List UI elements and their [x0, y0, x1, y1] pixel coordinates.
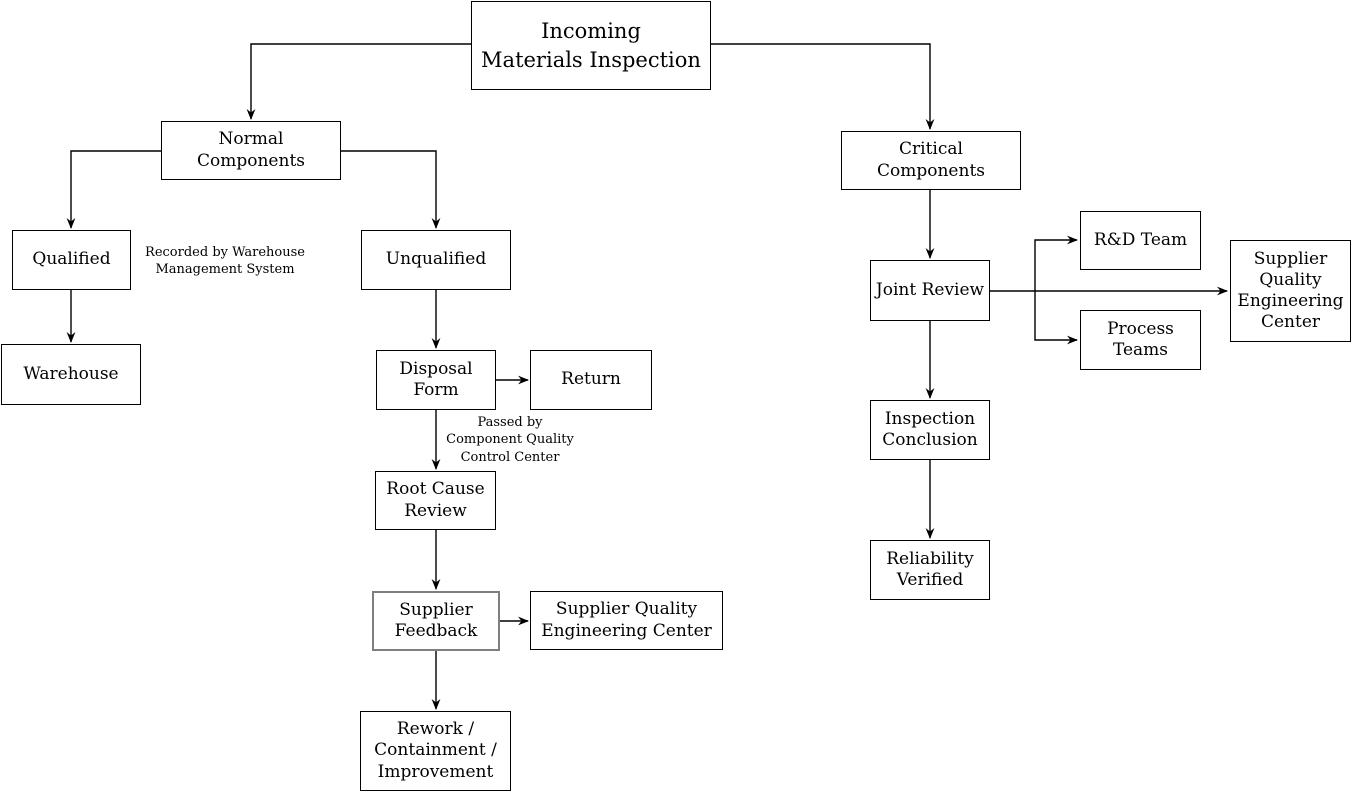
node-label: Root Cause Review: [386, 479, 485, 521]
node-label: Inspection Conclusion: [882, 408, 978, 450]
annotation-recorded-by-warehouse: Recorded by Warehouse Management System: [145, 245, 305, 278]
node-return[interactable]: Return: [530, 350, 652, 410]
node-qualified[interactable]: Qualified: [12, 230, 131, 290]
node-label: Incoming Materials Inspection: [481, 19, 701, 72]
edge-joint-review-to-process-teams: [1034, 291, 1078, 345]
node-label: Qualified: [32, 249, 111, 270]
edge-normal-to-qualified: [66, 150, 161, 229]
node-label: Supplier Feedback: [394, 599, 478, 641]
node-inspection-conclusion[interactable]: Inspection Conclusion: [870, 400, 990, 460]
node-normal-components[interactable]: Normal Components: [161, 121, 341, 180]
node-joint-review[interactable]: Joint Review: [870, 260, 990, 321]
edge-joint-review-to-rd-team: [1034, 235, 1078, 291]
node-warehouse[interactable]: Warehouse: [1, 344, 141, 405]
node-label: Supplier Quality Engineering Center: [541, 599, 712, 641]
node-root-cause-review[interactable]: Root Cause Review: [375, 471, 496, 530]
node-label: Process Teams: [1107, 318, 1174, 360]
node-rd-team[interactable]: R&D Team: [1080, 211, 1201, 270]
node-label: Normal Components: [197, 129, 305, 171]
node-unqualified[interactable]: Unqualified: [361, 230, 511, 290]
node-label: Unqualified: [385, 249, 487, 270]
node-label: Return: [561, 369, 621, 390]
node-critical-components[interactable]: Critical Components: [841, 131, 1021, 190]
node-label: Joint Review: [875, 279, 985, 300]
annotation-passed-by-component: Passed by Component Quality Control Cent…: [446, 415, 574, 465]
node-label: R&D Team: [1093, 229, 1188, 250]
edge-title-to-critical-components: [711, 43, 935, 130]
node-supplier-quality-engineering-center-left[interactable]: Supplier Quality Engineering Center: [530, 591, 723, 650]
node-label: Disposal Form: [399, 358, 473, 400]
node-supplier-quality-engineering-center-right[interactable]: Supplier Quality Engineering Center: [1230, 240, 1351, 342]
node-label: Reliability Verified: [886, 548, 974, 590]
node-process-teams[interactable]: Process Teams: [1080, 310, 1201, 370]
node-label: Warehouse: [23, 363, 119, 384]
edge-normal-to-unqualified: [341, 150, 441, 229]
node-rework-containment-improvement[interactable]: Rework / Containment / Improvement: [360, 711, 511, 791]
node-label: Supplier Quality Engineering Center: [1237, 248, 1344, 333]
node-label: Rework / Containment / Improvement: [374, 719, 497, 782]
node-disposal-form[interactable]: Disposal Form: [376, 350, 496, 410]
node-supplier-feedback[interactable]: Supplier Feedback: [372, 591, 500, 651]
node-label: Critical Components: [877, 139, 985, 181]
edge-title-to-normal-components: [246, 43, 471, 120]
node-reliability-verified[interactable]: Reliability Verified: [870, 540, 990, 600]
node-incoming-materials-inspection[interactable]: Incoming Materials Inspection: [471, 1, 711, 90]
